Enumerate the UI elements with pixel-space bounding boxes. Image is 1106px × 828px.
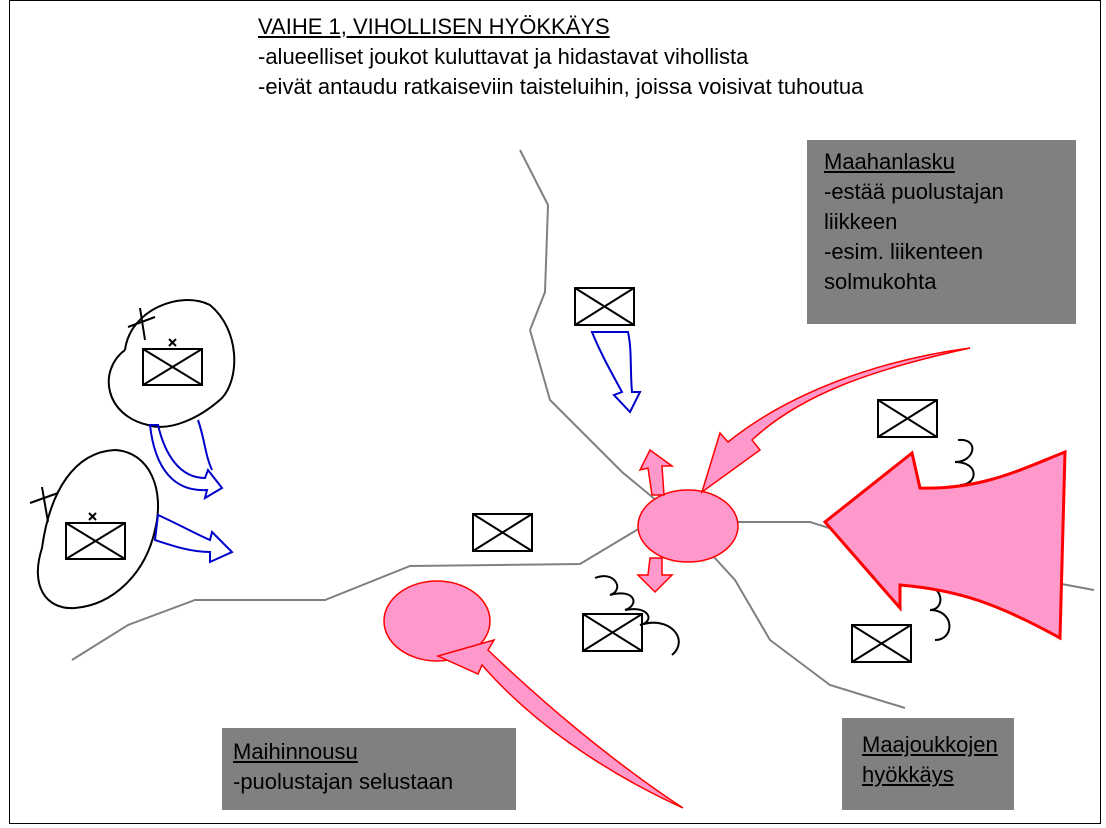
road-west	[71, 527, 641, 661]
amphibious-landing-area	[383, 580, 491, 662]
airborne-arrow-up	[638, 448, 675, 496]
friendly-arrow-2	[153, 513, 234, 564]
airborne-line-2: liikkeen	[824, 209, 898, 234]
ground-attack-arrow	[822, 449, 1067, 641]
amphibious-title: Maihinnousu	[233, 739, 358, 764]
bullet-2: -eivät antaudu ratkaiseviin taisteluihin…	[258, 74, 864, 99]
airborne-arrow-down	[636, 557, 674, 594]
unit-symbol-7	[851, 624, 912, 663]
unit-symbol-1	[142, 338, 203, 386]
airborne-line-4: solmukohta	[824, 269, 937, 294]
unit-symbol-6	[582, 613, 643, 652]
amphibious-line-1: -puolustajan selustaan	[233, 769, 454, 794]
unit-symbol-2	[65, 512, 126, 560]
air-assault-arrow	[700, 347, 971, 494]
title-block: VAIHE 1, VIHOLLISEN HYÖKKÄYS -alueellise…	[258, 12, 863, 102]
road-north-south	[519, 149, 906, 709]
frame-border	[9, 0, 1101, 824]
defense-area-1	[107, 299, 236, 428]
combat-squiggle-3	[594, 575, 680, 656]
ground-line-1: hyökkäys	[862, 762, 954, 787]
amphibious-arrow	[435, 638, 684, 809]
amphibious-label-box: Maihinnousu -puolustajan selustaan	[222, 728, 516, 810]
airborne-line-1: -estää puolustajan	[824, 179, 1004, 204]
unit-symbol-3	[574, 287, 635, 326]
defense-area-2	[29, 448, 160, 610]
airborne-title: Maahanlasku	[824, 149, 955, 174]
ground-title: Maajoukkojen	[862, 732, 998, 757]
bullet-1: -alueelliset joukot kuluttavat ja hidast…	[258, 44, 749, 69]
ground-label-box: Maajoukkojen hyökkäys	[842, 718, 1014, 810]
friendly-arrow-3	[590, 331, 642, 414]
friendly-arrow-1	[148, 419, 224, 501]
combat-squiggle-1	[954, 438, 975, 486]
unit-symbol-5	[472, 513, 533, 552]
airborne-label-box: Maahanlasku -estää puolustajan liikkeen …	[807, 140, 1076, 324]
page-title: VAIHE 1, VIHOLLISEN HYÖKKÄYS	[258, 14, 610, 39]
unit-symbol-4	[877, 399, 938, 438]
airborne-line-3: -esim. liikenteen	[824, 239, 983, 264]
airborne-landing-area	[637, 489, 739, 563]
